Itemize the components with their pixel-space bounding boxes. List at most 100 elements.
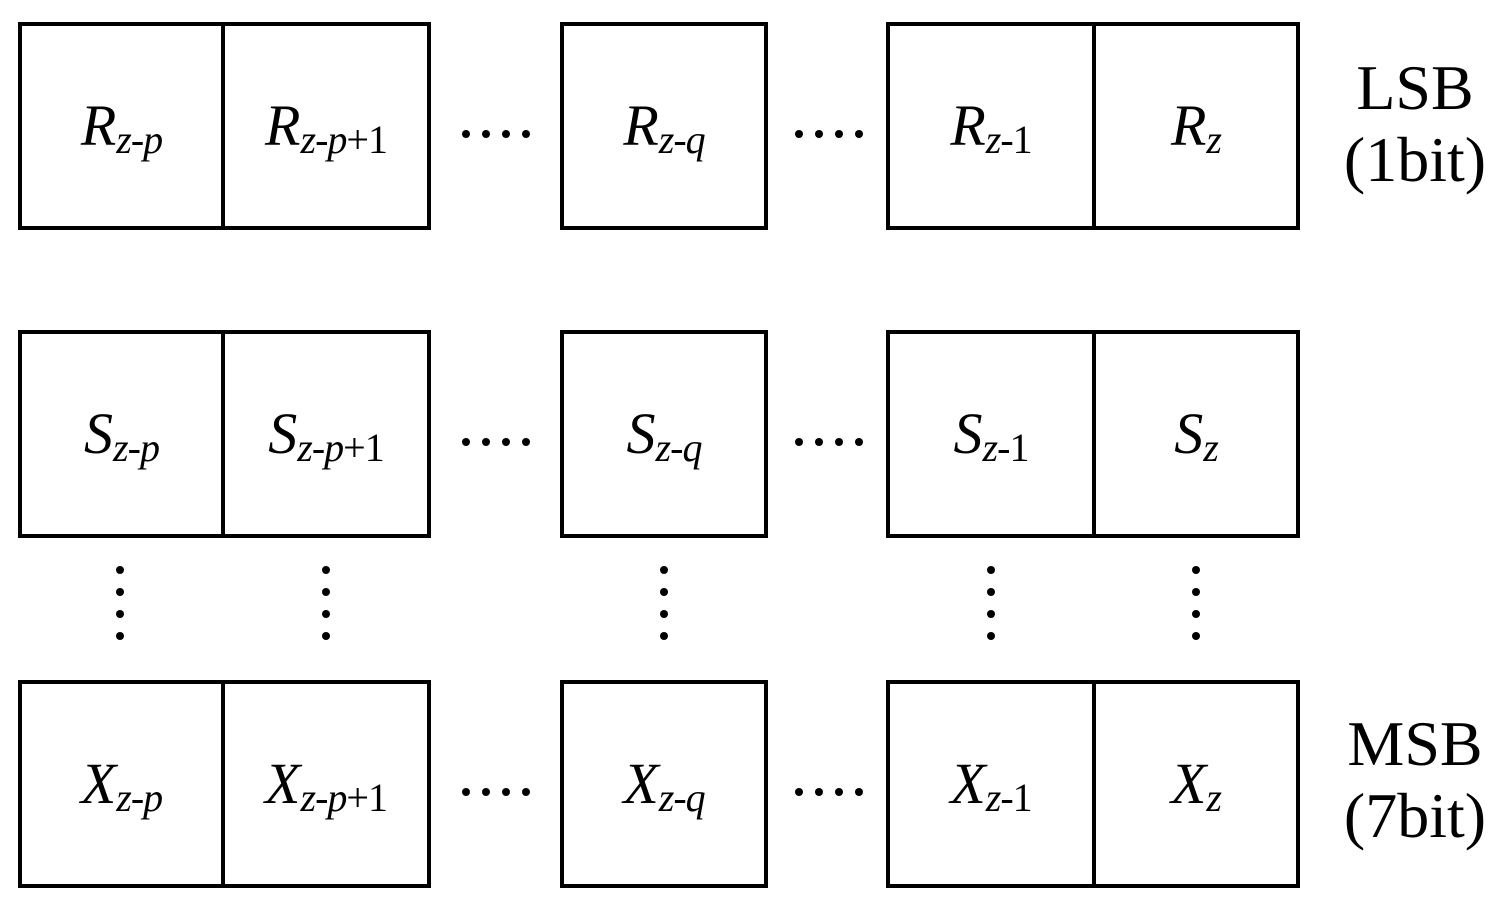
- cell-subscript: z-q: [658, 117, 706, 162]
- dot: [462, 438, 470, 446]
- dot: [835, 788, 843, 796]
- dot: [115, 610, 124, 618]
- dot: [115, 588, 124, 596]
- cell-subscript: z-p: [113, 425, 160, 470]
- dot: [660, 632, 668, 640]
- msb-label: MSB (7bit): [1330, 708, 1500, 851]
- dot: [482, 438, 490, 446]
- cell-symbol: R: [950, 93, 986, 158]
- cell-subscript: z-q: [658, 775, 706, 820]
- dot: [987, 610, 995, 618]
- dot: [855, 788, 863, 796]
- cell-symbol: X: [1170, 751, 1207, 816]
- dot: [815, 438, 823, 446]
- vertical-ellipsis-z-p: [115, 566, 124, 640]
- dot: [987, 588, 995, 596]
- dot: [987, 566, 995, 574]
- dot: [1192, 588, 1200, 596]
- dot: [522, 130, 530, 138]
- cell-subscript: z-1: [985, 117, 1033, 162]
- dot: [502, 788, 510, 796]
- dot: [1192, 610, 1200, 618]
- dot: [522, 438, 530, 446]
- cell-subscript: z-p+1: [300, 117, 387, 162]
- cell-symbol: X: [623, 751, 659, 816]
- dot: [482, 130, 490, 138]
- cell-subscript: z: [1206, 117, 1222, 162]
- ellipsis-dots: [462, 438, 530, 446]
- dot: [795, 438, 803, 446]
- dot: [502, 130, 510, 138]
- vertical-ellipsis-z-q: [660, 566, 668, 640]
- cell-symbol: S: [1174, 401, 1204, 466]
- dot: [322, 610, 330, 618]
- ellipsis-dots: [795, 788, 863, 796]
- ellipsis-dots: [795, 438, 863, 446]
- dot: [815, 130, 823, 138]
- cell-symbol: R: [1170, 93, 1207, 158]
- cell-subscript: z: [1203, 425, 1219, 470]
- dot: [322, 566, 330, 574]
- msb-bits: (7bit): [1343, 779, 1487, 851]
- cell-symbol: S: [953, 401, 983, 466]
- msb-title: MSB: [1347, 708, 1483, 779]
- dot: [855, 438, 863, 446]
- dot: [795, 788, 803, 796]
- cell-symbol: S: [268, 401, 298, 466]
- dot: [855, 130, 863, 138]
- cell-subscript: z-1: [985, 775, 1033, 820]
- dot: [835, 130, 843, 138]
- cell-subscript: z: [1206, 775, 1222, 820]
- dot: [462, 788, 470, 796]
- dot: [835, 438, 843, 446]
- dot: [522, 788, 530, 796]
- lsb-title: LSB: [1356, 52, 1474, 123]
- dot: [795, 130, 803, 138]
- dot: [322, 588, 330, 596]
- lsb-bits: (1bit): [1343, 123, 1487, 195]
- cell-subscript: z-q: [655, 425, 703, 470]
- cell-symbol: R: [265, 93, 301, 158]
- vertical-ellipsis-z: [1192, 566, 1200, 640]
- cell-symbol: X: [265, 751, 301, 816]
- dot: [660, 610, 668, 618]
- dot: [482, 788, 490, 796]
- cell-subscript: z-p: [116, 775, 163, 820]
- dot: [115, 566, 124, 574]
- dot: [322, 632, 330, 640]
- dot: [115, 632, 124, 640]
- dot: [502, 438, 510, 446]
- ellipsis-dots: [795, 130, 863, 138]
- cell-symbol: X: [950, 751, 986, 816]
- ellipsis-dots: [462, 130, 530, 138]
- cell-subscript: z-p+1: [297, 425, 384, 470]
- cell-symbol: X: [80, 751, 117, 816]
- dot: [462, 130, 470, 138]
- dot: [660, 566, 668, 574]
- cell-symbol: S: [84, 401, 114, 466]
- ellipsis-dots: [462, 788, 530, 796]
- dot: [1192, 566, 1200, 574]
- cell-symbol: S: [626, 401, 656, 466]
- dot: [987, 632, 995, 640]
- dot: [1192, 632, 1200, 640]
- dot: [660, 588, 668, 596]
- cell-symbol: R: [623, 93, 659, 158]
- cell-subscript: z-1: [982, 425, 1030, 470]
- cell-subscript: z-p+1: [300, 775, 387, 820]
- cell-subscript: z-p: [116, 117, 163, 162]
